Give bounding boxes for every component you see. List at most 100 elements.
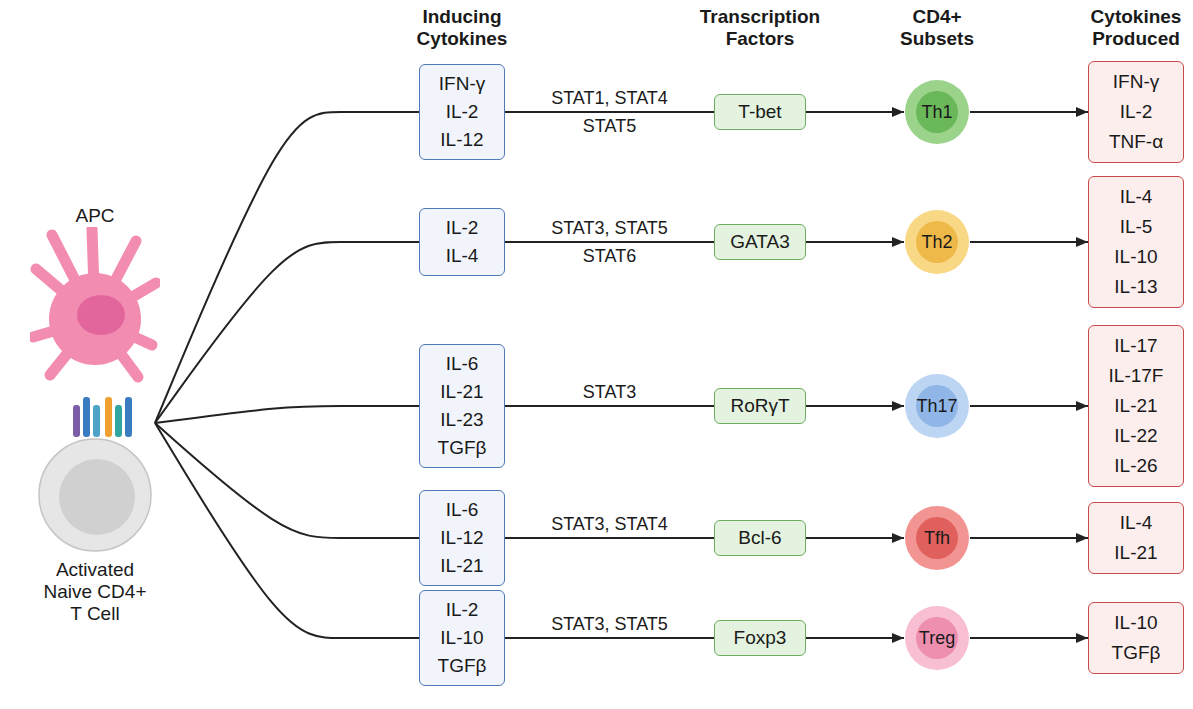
connector (970, 537, 1088, 539)
connector (806, 405, 904, 407)
subset-circle: Tfh (904, 505, 970, 571)
subset-name: Th2 (921, 232, 952, 253)
cytokine-text: IL-17F (1099, 361, 1173, 391)
dendritic-cell-illustration (30, 227, 160, 395)
connector (505, 241, 714, 243)
receptor (83, 397, 90, 437)
pathway-label: STAT3, STAT4 (551, 513, 668, 535)
receptor (73, 405, 80, 437)
transcription-factor-box: RoRγT (714, 388, 806, 424)
connector (806, 637, 904, 639)
transcription-factor-text: Bcl-6 (727, 524, 793, 552)
connector (155, 423, 419, 538)
cytokine-text: IL-2 (1099, 97, 1173, 127)
cell-nucleus (59, 459, 135, 535)
column-header: Inducing Cytokines (402, 6, 522, 50)
subset-outer (905, 80, 969, 144)
subset-outer (905, 606, 969, 670)
connector (970, 241, 1088, 243)
cytokine-text: IL-12 (430, 524, 494, 552)
cytokine-text: IL-10 (1099, 608, 1173, 638)
cytokine-text: IL-21 (1099, 391, 1173, 421)
cytokine-text: IFN-γ (1099, 67, 1173, 97)
subset-name: Th17 (916, 396, 957, 417)
subset-inner (916, 517, 958, 559)
connector (970, 111, 1088, 113)
pathway-label: STAT6 (583, 245, 636, 267)
inducing-cytokine-box: IL-2IL-4 (419, 208, 505, 276)
subset-name: Th1 (921, 102, 952, 123)
subset-outer (905, 374, 969, 438)
receptor (115, 405, 122, 437)
receptor (105, 397, 112, 437)
transcription-factor-text: GATA3 (727, 228, 793, 256)
inducing-cytokine-box: IL-6IL-21IL-23TGFβ (419, 344, 505, 468)
cytokine-text: IL-4 (430, 242, 494, 270)
inducing-cytokine-box: IL-6IL-12IL-21 (419, 490, 505, 586)
connector (155, 406, 419, 423)
cytokine-text: IL-2 (430, 98, 494, 126)
transcription-factor-text: RoRγT (727, 392, 793, 420)
transcription-factor-text: Foxp3 (727, 624, 793, 652)
produced-cytokine-box: IL-4IL-21 (1088, 502, 1184, 574)
produced-cytokine-box: IL-4IL-5IL-10IL-13 (1088, 176, 1184, 308)
cytokine-text: IL-5 (1099, 212, 1173, 242)
connector (806, 111, 904, 113)
cytokine-text: IL-13 (1099, 272, 1173, 302)
connector (155, 112, 419, 423)
pathway-label: STAT3, STAT5 (551, 217, 668, 239)
cytokine-text: IL-21 (430, 378, 494, 406)
connector (155, 423, 419, 638)
cytokine-text: IL-23 (430, 406, 494, 434)
subset-name: Treg (919, 628, 955, 649)
connector (505, 111, 714, 113)
cytokine-text: IL-21 (1099, 538, 1173, 568)
column-header: CD4+ Subsets (889, 6, 985, 50)
cytokine-text: IL-22 (1099, 421, 1173, 451)
pathway-label: STAT5 (583, 115, 636, 137)
subset-outer (905, 210, 969, 274)
cytokine-text: IL-26 (1099, 451, 1173, 481)
subset-inner (916, 385, 958, 427)
cytokine-text: IL-12 (430, 126, 494, 154)
pathway-label: STAT3 (583, 381, 636, 403)
cytokine-text: IL-2 (430, 596, 494, 624)
cell-label: Activated Naive CD4+ T Cell (36, 559, 154, 625)
cytokine-text: IL-21 (430, 552, 494, 580)
cytokine-text: TGFβ (1099, 638, 1173, 668)
subset-name: Tfh (924, 528, 950, 549)
connector (970, 637, 1088, 639)
antigen-presenting-cell: APC (30, 205, 160, 395)
subset-inner (916, 221, 958, 263)
column-header: Transcription Factors (685, 6, 835, 50)
subset-circle: Th2 (904, 209, 970, 275)
connector (970, 405, 1088, 407)
cell-nucleus (77, 295, 125, 335)
produced-cytokine-box: IFN-γIL-2TNF-α (1088, 61, 1184, 163)
connector (806, 241, 904, 243)
pathway-label: STAT1, STAT4 (551, 87, 668, 109)
cytokine-text: TNF-α (1099, 127, 1173, 157)
pathway-label: STAT3, STAT5 (551, 613, 668, 635)
cytokine-text: IL-4 (1099, 508, 1173, 538)
inducing-cytokine-box: IL-2IL-10TGFβ (419, 590, 505, 686)
produced-cytokine-box: IL-17IL-17FIL-21IL-22IL-26 (1088, 325, 1184, 487)
cytokine-text: IL-2 (430, 214, 494, 242)
cell-label: APC (30, 205, 160, 227)
cytokine-text: IFN-γ (430, 70, 494, 98)
receptor (125, 397, 132, 437)
connector (505, 637, 714, 639)
cytokine-text: TGFβ (430, 652, 494, 680)
cytokine-text: TGFβ (430, 434, 494, 462)
connector (505, 537, 714, 539)
produced-cytokine-box: IL-10TGFβ (1088, 602, 1184, 674)
connector (155, 242, 419, 423)
connector (505, 405, 714, 407)
cell-body (39, 439, 151, 551)
connector (806, 537, 904, 539)
subset-outer (905, 506, 969, 570)
subset-inner (916, 617, 958, 659)
cytokine-text: IL-4 (1099, 182, 1173, 212)
subset-circle: Treg (904, 605, 970, 671)
